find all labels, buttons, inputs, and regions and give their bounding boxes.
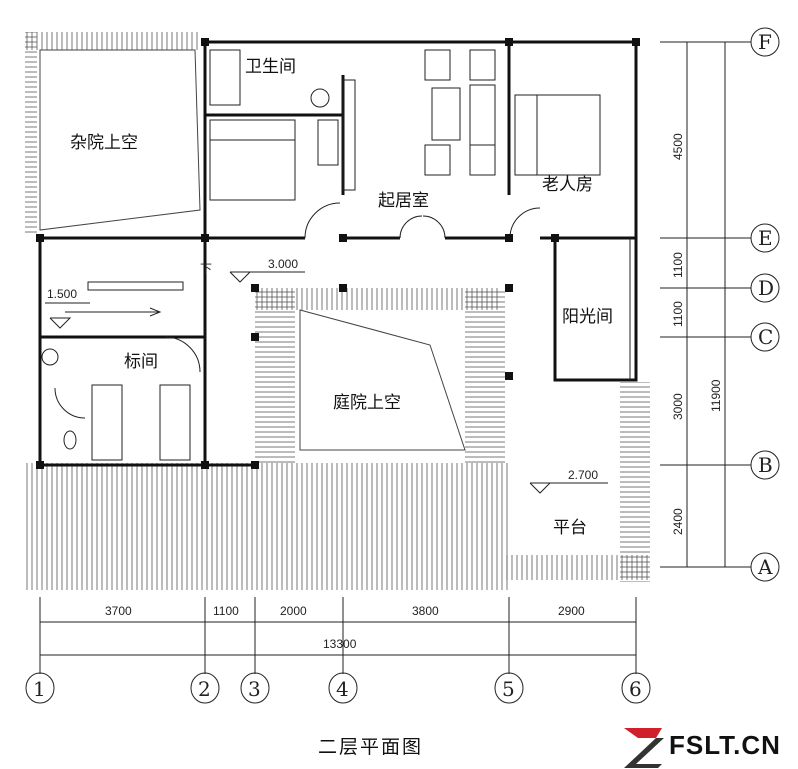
axis-1: 1 [33, 677, 46, 701]
dim-3-4: 2000 [280, 604, 307, 618]
axis-A: A [757, 555, 773, 579]
axis-D: D [758, 276, 774, 300]
dim-4-5: 3800 [412, 604, 439, 618]
dim-2-3: 1100 [213, 604, 239, 618]
room-label-bathroom: 卫生间 [245, 57, 296, 77]
row-axes [750, 27, 780, 582]
roof-hatching [25, 32, 650, 590]
svg-text:1.500: 1.500 [47, 287, 77, 301]
logo-mark-icon [624, 728, 664, 768]
elevation-mark-terrace: 2.700 [529, 468, 608, 494]
column-axes [25, 672, 651, 704]
columns [36, 38, 640, 469]
dim-1-2: 3700 [105, 604, 132, 618]
axis-2: 2 [198, 677, 211, 701]
drawing-title: 二层平面图 [318, 736, 424, 758]
bed-icon [209, 119, 296, 201]
bed-icon [91, 384, 123, 461]
axis-C: C [758, 325, 773, 349]
dim-D-C: 1100 [671, 301, 685, 327]
room-label-sunroom: 阳光间 [562, 307, 613, 327]
dim-B-A: 2400 [671, 508, 685, 535]
furniture [41, 49, 601, 461]
logo-text: FSLT.CN [669, 730, 781, 760]
toilet-icon [63, 430, 77, 450]
coffee-table-icon [431, 87, 461, 141]
sink-icon [310, 88, 330, 108]
elevation-mark-stair: 1.500 [45, 287, 90, 329]
room-label-living: 起居室 [378, 191, 429, 211]
room-label-elder-room: 老人房 [542, 175, 593, 195]
dim-total-v: 11900 [709, 379, 723, 412]
sink-icon [41, 348, 59, 366]
axis-F: F [758, 30, 772, 54]
dim-5-6: 2900 [558, 604, 585, 618]
bed-icon [159, 384, 191, 461]
vertical-dimensions [660, 41, 751, 568]
site-logo: FSLT.CN [622, 724, 798, 769]
dim-C-B: 3000 [671, 393, 685, 420]
room-label-courtyard: 庭院上空 [333, 393, 401, 413]
room-label-standard-room: 标间 [124, 352, 158, 372]
elevation-mark-hall: 3.000 [229, 257, 305, 283]
axis-E: E [758, 226, 773, 250]
horizontal-dimensions [39, 597, 637, 674]
bed-icon [514, 94, 601, 176]
room-label-zayuan: 杂院上空 [70, 133, 138, 153]
dim-total-h: 13300 [323, 637, 357, 651]
svg-text:3.000: 3.000 [268, 257, 298, 271]
stair-down-label: 下 [200, 262, 212, 276]
axis-5: 5 [502, 677, 515, 701]
axis-4: 4 [336, 677, 349, 701]
axis-6: 6 [629, 677, 642, 701]
dim-F-E: 4500 [671, 133, 685, 160]
dim-E-D: 1100 [671, 252, 685, 278]
svg-text:2.700: 2.700 [568, 468, 598, 482]
axis-B: B [758, 453, 773, 477]
doors [54, 202, 541, 419]
room-label-terrace: 平台 [553, 518, 587, 538]
axis-3: 3 [248, 677, 261, 701]
